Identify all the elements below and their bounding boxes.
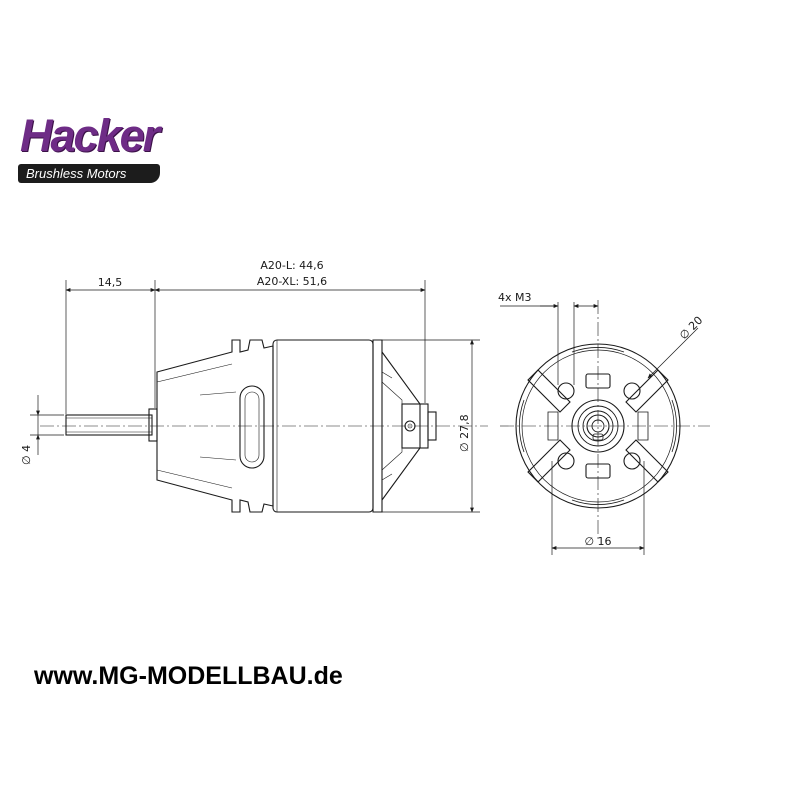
dim-length-l: A20-L: 44,6 xyxy=(260,259,323,272)
dim-bolt-circle-outer: ∅ 20 xyxy=(677,314,705,342)
top-window xyxy=(585,373,611,389)
mount-hole xyxy=(623,452,641,470)
vent-slot xyxy=(239,385,265,469)
hacker-logo: Hacker Brushless Motors xyxy=(14,110,162,184)
logo-bar xyxy=(18,164,160,183)
mount-hole xyxy=(557,382,575,400)
mount-hole xyxy=(623,382,641,400)
front-outer-rim xyxy=(515,343,681,509)
mount-hole xyxy=(557,452,575,470)
dim-shaft-length: 14,5 xyxy=(98,276,123,289)
shaft-collar xyxy=(148,408,158,442)
dim-shaft-diameter: ∅ 4 xyxy=(20,445,33,465)
bottom-window xyxy=(585,463,611,479)
set-screw xyxy=(404,420,416,432)
mount-holes xyxy=(557,382,641,470)
rear-mount xyxy=(381,351,421,501)
logo-tagline: Brushless Motors xyxy=(26,166,127,181)
dim-length-xl: A20-XL: 51,6 xyxy=(257,275,327,288)
bearing xyxy=(586,414,610,438)
mount-cross xyxy=(519,347,677,505)
rear-bearing-cap xyxy=(427,411,437,441)
dim-body-diameter: ∅ 27,8 xyxy=(458,414,471,452)
dim-bolt-circle-inner: ∅ 16 xyxy=(584,535,611,548)
side-view xyxy=(40,339,488,513)
dim-mount-holes: 4x M3 xyxy=(498,291,532,304)
front-view xyxy=(500,300,710,540)
hub-outer xyxy=(571,399,625,453)
side-dimensions xyxy=(30,280,480,513)
front-dimensions xyxy=(500,302,699,555)
logo-brand-text: Hacker xyxy=(20,110,160,161)
shaft-end xyxy=(591,419,605,433)
shaft xyxy=(65,414,153,436)
website-url[interactable]: www.MG-MODELLBAU.de xyxy=(34,662,343,690)
